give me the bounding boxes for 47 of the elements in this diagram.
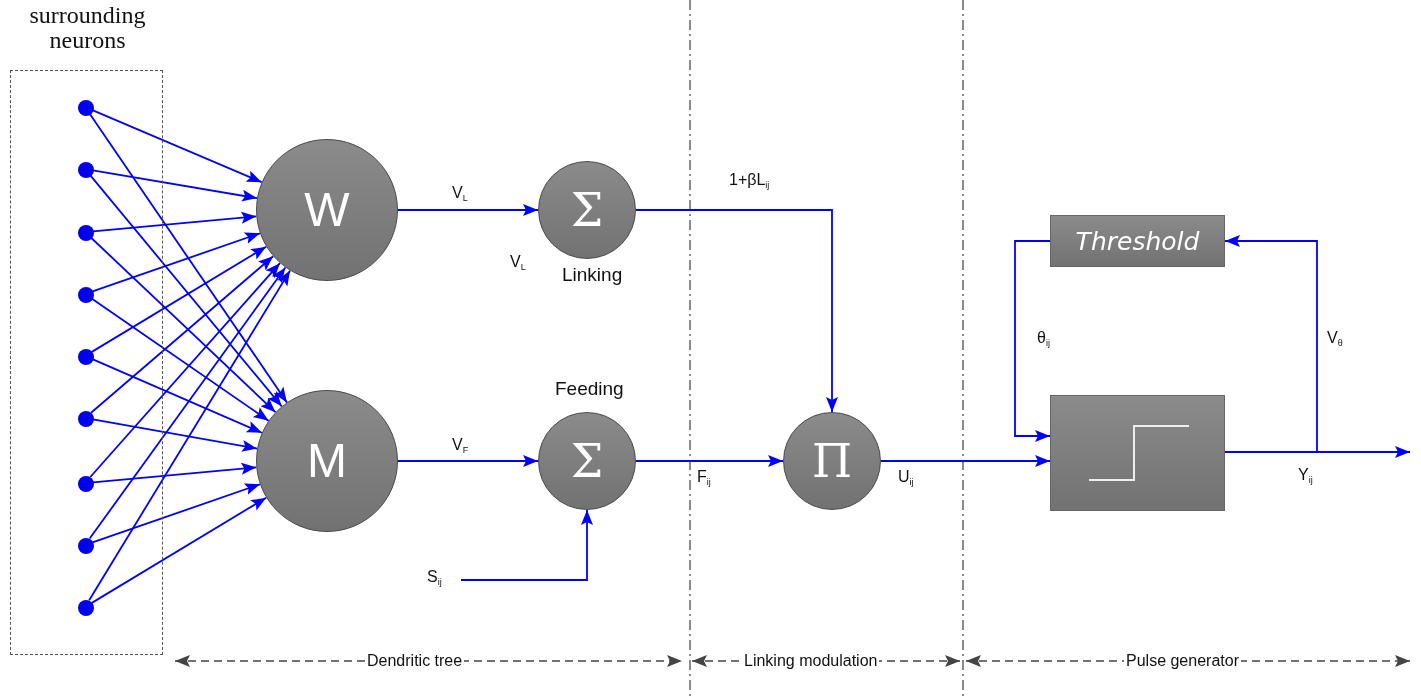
arrow — [88, 112, 288, 404]
signal-label: S$_{ij}$ — [425, 568, 444, 585]
neuron-dot — [78, 538, 94, 554]
operator-symbol: Σ — [570, 187, 604, 233]
arrow — [91, 483, 261, 544]
arrow — [92, 211, 258, 233]
arrow — [91, 232, 261, 293]
neuron-dot — [78, 600, 94, 616]
arrow — [1224, 235, 1318, 453]
arrow — [635, 209, 838, 413]
threshold-box — [1050, 215, 1225, 267]
arrow — [91, 109, 263, 184]
arrow — [91, 358, 263, 434]
neuron-dot — [78, 225, 94, 241]
operator-symbol: M — [307, 437, 347, 485]
arrow — [88, 269, 291, 602]
arrow — [88, 266, 287, 540]
arrow — [397, 455, 539, 467]
arrow — [460, 509, 593, 581]
step-function-box — [1050, 395, 1225, 511]
neuron-dot — [78, 411, 94, 427]
neuron-dot — [78, 476, 94, 492]
operator-caption: Linking — [560, 266, 625, 284]
neuron-dot — [78, 287, 94, 303]
arrow — [1014, 240, 1051, 442]
arrow — [91, 418, 258, 452]
operator-caption: Feeding — [553, 380, 626, 398]
arrow — [90, 245, 268, 353]
operator-symbol: Π — [811, 438, 853, 484]
arrow — [90, 496, 268, 604]
neuron-dot — [78, 349, 94, 365]
operator-symbol: W — [304, 186, 350, 234]
arrow — [92, 169, 258, 202]
arrow — [89, 262, 281, 478]
arrow — [880, 455, 1051, 467]
arrow — [89, 174, 283, 408]
operator-symbol: Σ — [570, 438, 604, 484]
arrow — [90, 297, 270, 422]
neuron-dot — [78, 162, 94, 178]
arrow — [92, 462, 258, 484]
arrow — [397, 204, 539, 216]
section-label: Linking modulation — [742, 652, 880, 670]
arrow — [635, 455, 784, 467]
box-label: Threshold — [1075, 226, 1200, 256]
neuron-dot — [78, 100, 94, 116]
group-heading: surrounding neurons — [28, 3, 147, 53]
section-label: Pulse generator — [1124, 652, 1241, 670]
